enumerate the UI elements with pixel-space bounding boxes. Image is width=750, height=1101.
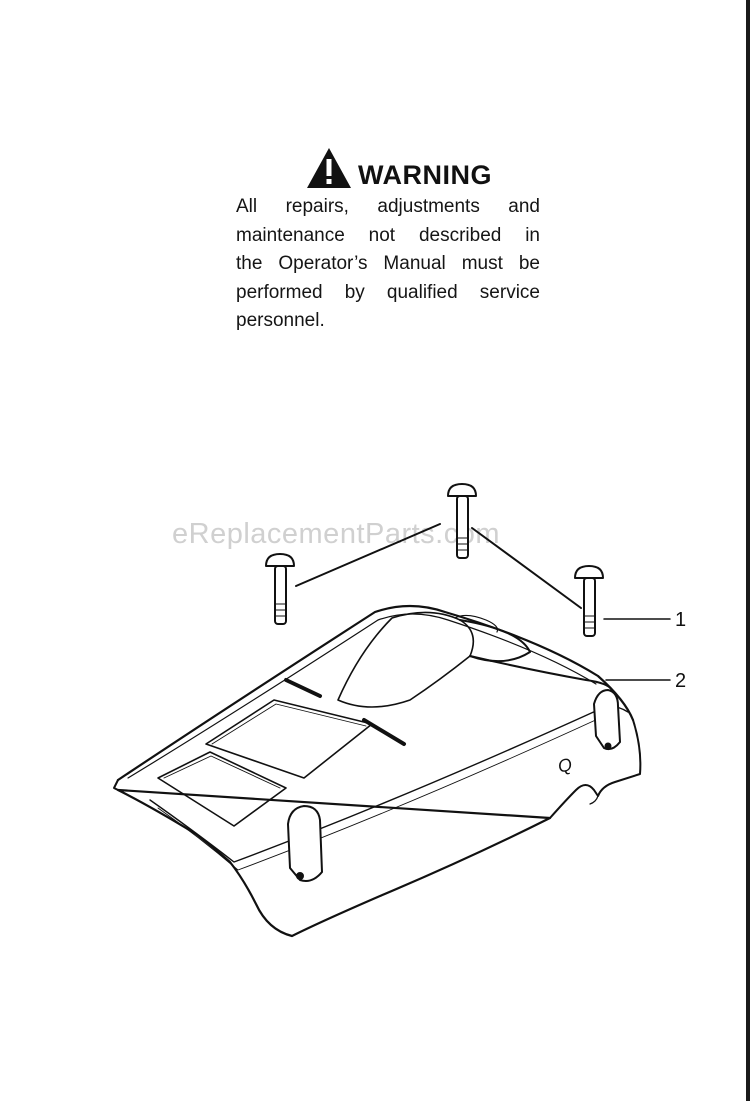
bolt-leader-lines	[295, 523, 582, 609]
page-edge-border	[746, 0, 750, 1101]
warning-line: the Operator’s Manual must be	[236, 253, 540, 274]
bolt-left	[265, 553, 295, 625]
engine-cover	[113, 604, 642, 938]
cover-mark: Q	[556, 754, 574, 776]
bolt-right	[574, 565, 604, 637]
warning-message: All repairs, adjustments and maintenance…	[236, 193, 540, 336]
callout-label-2: 2	[675, 670, 686, 692]
callout-label-1: 1	[675, 609, 686, 631]
warning-line: All repairs, adjustments and	[236, 196, 540, 217]
warning-triangle-icon	[307, 148, 351, 188]
warning-title: WARNING	[358, 160, 492, 190]
warning-line: personnel.	[236, 310, 325, 331]
warning-header: WARNING	[306, 140, 506, 190]
bolt-center	[447, 483, 477, 559]
warning-line: maintenance not described in	[236, 224, 540, 246]
watermark: eReplacementParts.com	[172, 518, 501, 550]
warning-line: performed by qualified service	[236, 281, 540, 303]
